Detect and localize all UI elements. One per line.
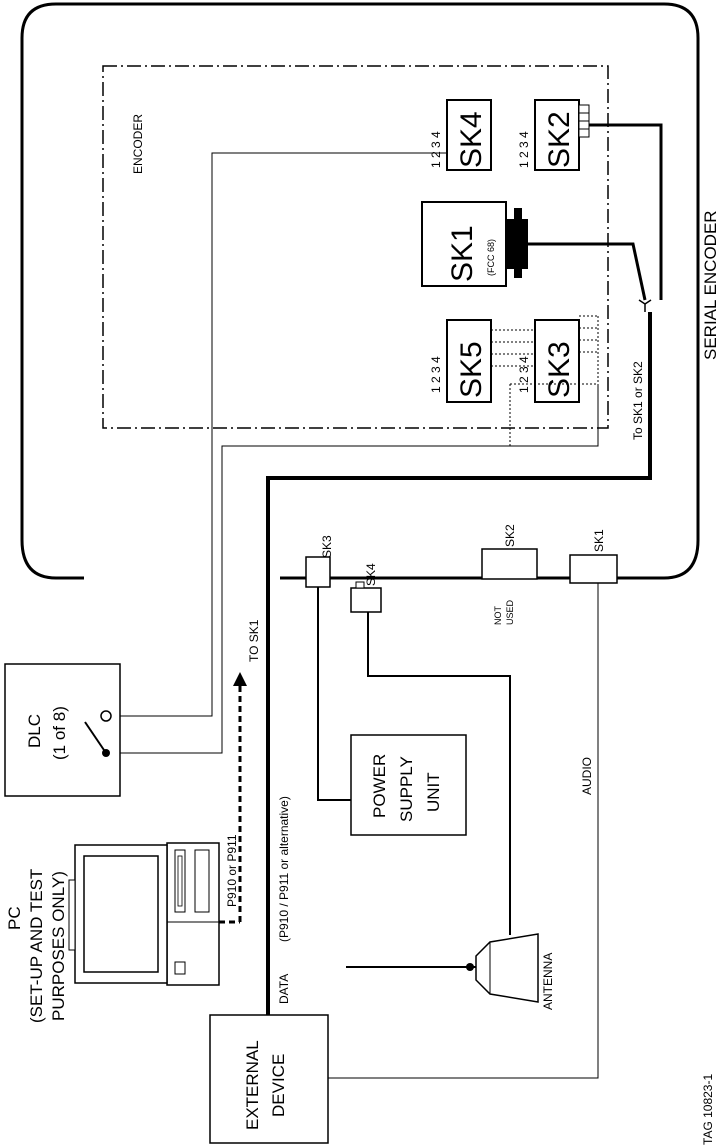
- panel-sk1-label: SK1: [592, 529, 606, 552]
- encoder-sk3-label: SK3: [543, 341, 576, 398]
- encoder-sk3-pins: 1 2 3 4: [517, 356, 531, 393]
- pc-label-2: (SET-UP AND TEST: [27, 869, 46, 1023]
- encoder-label: ENCODER: [131, 114, 145, 174]
- sk1-cable: [528, 244, 645, 300]
- psu-line-1: POWER: [370, 754, 389, 818]
- panel-sk3-label: SK3: [320, 535, 334, 558]
- to-sk1-label: TO SK1: [247, 619, 261, 662]
- antenna-label: ANTENNA: [541, 953, 555, 1010]
- panel-sk2-label: SK2: [503, 524, 517, 547]
- figure-tag: TAG 10823-1: [701, 1074, 715, 1145]
- data-cable-label: (P910 / P911 or alternative): [277, 796, 291, 942]
- antenna-horn: [476, 934, 538, 1002]
- external-device-label-1: EXTERNAL: [243, 1040, 262, 1130]
- pc-label-3: PURPOSES ONLY): [49, 871, 68, 1021]
- dlc-wire-upper: [115, 153, 447, 716]
- external-device-label-2: DEVICE: [269, 1054, 288, 1117]
- sk2-plug-pin-4: [579, 129, 589, 137]
- dlc-switch-contact-open: [101, 711, 111, 721]
- sk2-plug-pin-1: [579, 105, 589, 113]
- panel-sk4-connector: [351, 588, 381, 612]
- to-sk1-arrowhead: [233, 672, 247, 686]
- encoder-boundary: [103, 66, 608, 428]
- psu-wire: [318, 587, 351, 800]
- pc-label-1: PC: [5, 906, 24, 930]
- pc-cable-label: P910 or P911: [225, 834, 239, 907]
- data-label: DATA: [277, 974, 291, 1004]
- audio-label: AUDIO: [580, 757, 594, 795]
- encoder-sk2-pins: 1 2 3 4: [517, 131, 531, 168]
- serial-encoder-enclosure: [22, 4, 698, 578]
- encoder-sk5-pins: 1 2 3 4: [429, 356, 443, 393]
- not-used-label-1: NOT: [493, 606, 503, 626]
- sk2-plug-pin-3: [579, 121, 589, 129]
- sk2-cable: [589, 125, 661, 300]
- to-sk1-or-sk2-label: To SK1 or SK2: [631, 361, 645, 440]
- panel-sk1-connector: [570, 555, 617, 583]
- pc-monitor: [69, 845, 167, 983]
- antenna-tip: [466, 963, 474, 971]
- encoder-sk5-label: SK5: [455, 341, 488, 398]
- encoder-sk1-label: SK1: [446, 225, 479, 282]
- sk2-plug-pin-2: [579, 113, 589, 121]
- panel-sk2-connector: [482, 549, 537, 579]
- encoder-sk1-sublabel: (FCC 68): [486, 239, 496, 276]
- encoder-sk2-label: SK2: [543, 111, 576, 168]
- panel-sk4-label: SK4: [364, 563, 378, 586]
- pc-tower: [167, 843, 219, 985]
- data-cable: [268, 312, 650, 1015]
- encoder-sk4-pins: 1 2 3 4: [429, 131, 443, 168]
- sk1-fcc68-plug-cap: [514, 208, 522, 278]
- dlc-label-2: (1 of 8): [50, 706, 69, 760]
- serial-encoder-label: SERIAL ENCODER: [701, 210, 719, 360]
- not-used-label-2: USED: [505, 599, 515, 625]
- dlc-label-1: DLC: [25, 714, 44, 748]
- psu-line-2: SUPPLY: [397, 756, 416, 822]
- encoder-sk4-label: SK4: [455, 111, 488, 168]
- psu-line-3: UNIT: [424, 772, 443, 812]
- panel-sk4-nub: [356, 582, 364, 588]
- cable-brace: [639, 300, 651, 312]
- panel-sk3-connector: [306, 557, 330, 587]
